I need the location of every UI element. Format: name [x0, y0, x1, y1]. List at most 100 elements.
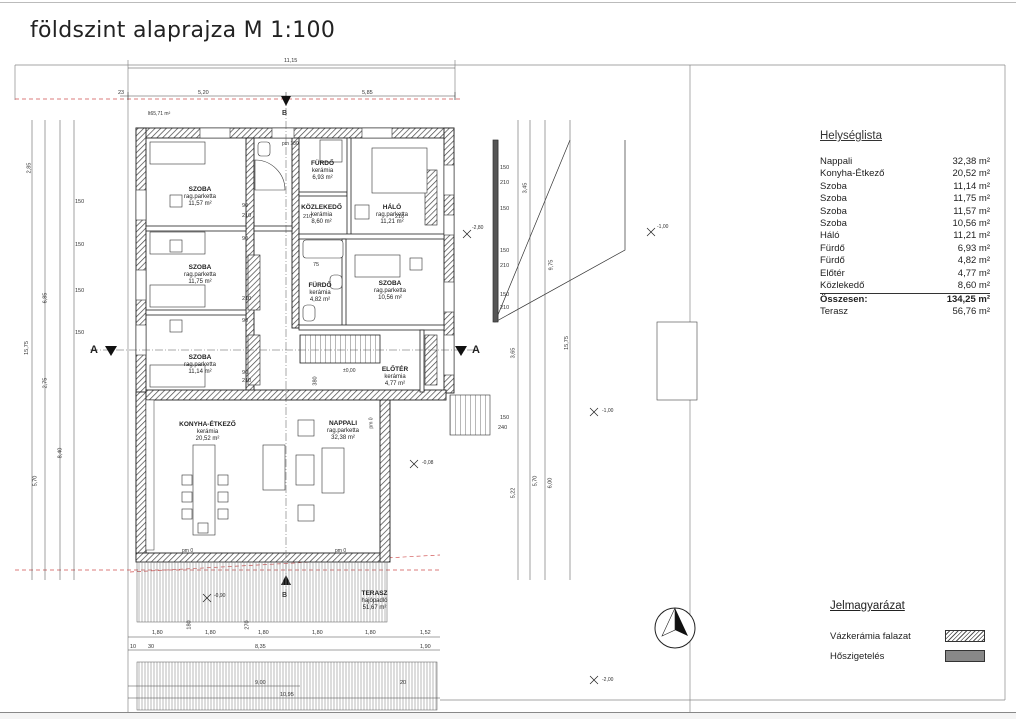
level-pm0-3: pm 0 — [368, 417, 375, 429]
level-pm180: pm 180 — [282, 141, 299, 147]
dim-window-left-1: 150 — [75, 199, 85, 205]
level-minus100-1: -1,00 — [657, 224, 669, 230]
page-border-top — [0, 2, 1016, 3]
grey-swatch-icon — [945, 650, 985, 662]
left-dimension-lines — [31, 120, 75, 580]
entry-steps — [449, 394, 491, 436]
dim-left-total: 15,75 — [23, 341, 30, 355]
dim-20: 20 — [400, 680, 407, 686]
dim-right-total: 15,75 — [563, 336, 570, 350]
dim-270: 270 — [244, 620, 251, 630]
dim-window-left-3: 150 — [75, 288, 85, 294]
dim-bottom-total-1: 8,35 — [255, 644, 266, 650]
level-minus200: -2,00 — [602, 677, 614, 683]
level-markers — [202, 227, 656, 685]
dim-bottom-seg-4: 1,80 — [312, 630, 323, 636]
dim-bottom-seg-5: 1,80 — [365, 630, 376, 636]
dim-right-chain-3: 3,65 — [510, 347, 517, 359]
outbuilding — [656, 321, 698, 401]
dim-top-left: 5,20 — [198, 90, 209, 96]
level-minus008: -0,08 — [422, 460, 434, 466]
dim-door-90-4: 90 — [242, 370, 249, 376]
dim-10: 10 — [130, 644, 137, 650]
dim-door-90-2: 90 — [242, 236, 249, 242]
dim-30: 30 — [148, 644, 155, 650]
dim-door-90-3: 90 — [242, 318, 249, 324]
dim-right-chain-1: 3,45 — [522, 182, 529, 194]
dim-left-chain-3: 2,75 — [42, 377, 49, 389]
page-border-bottom — [0, 712, 1016, 719]
section-label-a-right: A — [472, 344, 480, 356]
bottom-dimension-lines — [128, 636, 440, 699]
dim-right-chain-6: 5,22 — [510, 487, 517, 499]
bathroom-fixtures — [254, 139, 344, 322]
dim-180: 180 — [186, 620, 193, 630]
desk-chairs — [169, 194, 423, 333]
level-pm0-1: pm 0 — [182, 548, 194, 554]
dim-door-right-3: 210 — [500, 305, 510, 311]
dim-bottom-seg-3: 1,80 — [258, 630, 269, 636]
interior-walls — [145, 137, 445, 393]
dim-door-right-1: 210 — [500, 180, 510, 186]
dim-door-3: 210 — [242, 378, 252, 384]
room-list-heading: Helységlista — [820, 130, 882, 142]
level-pm0-00: ±0,00 — [343, 368, 356, 374]
level-minus090: -0,90 — [214, 593, 226, 599]
terrace-deck — [136, 561, 388, 623]
dim-door-2: 210 — [242, 296, 252, 302]
level-pm0-2: pm 0 — [335, 548, 347, 554]
dim-overall-top: 11,15 — [284, 58, 298, 64]
dim-380: 380 — [312, 376, 319, 386]
dim-bottom-total-3: 9,00 — [255, 680, 266, 686]
right-dimension-lines — [517, 120, 571, 580]
dim-left-chain-1: 2,85 — [26, 162, 33, 174]
axis-lines — [90, 95, 480, 595]
dim-top-small: 23 — [118, 90, 125, 96]
dim-window-right-5: 150 — [500, 415, 510, 421]
level-note: lt65,71 m² — [148, 111, 171, 117]
living-room-furniture — [262, 419, 345, 522]
dim-window-right-1: 150 — [500, 165, 510, 171]
dim-door-right-2: 210 — [500, 263, 510, 269]
dim-window-left-4: 150 — [75, 330, 85, 336]
dim-bottom-seg-6: 1,52 — [420, 630, 431, 636]
level-minus100-2: -1,00 — [602, 408, 614, 414]
dim-window-right-3: 150 — [500, 248, 510, 254]
dim-75: 75 — [313, 262, 320, 268]
dim-door-1: 210 — [242, 213, 252, 219]
dim-bottom-total-2: 1,90 — [420, 644, 431, 650]
section-label-b-top: B — [282, 110, 288, 117]
dim-door-90-1: 90 — [242, 203, 249, 209]
room-list-total: Összesen:134,25 m² — [820, 293, 990, 306]
legend-item-masonry: Vázkerámia falazat — [830, 626, 985, 646]
dim-bottom-seg-1: 1,80 — [152, 630, 163, 636]
hatch-swatch-icon — [945, 630, 985, 642]
drawing-title: földszint alaprajza M 1:100 — [30, 18, 336, 43]
dim-door-240: 240 — [498, 425, 508, 431]
wardrobes — [247, 169, 438, 386]
north-arrow-icon — [654, 607, 696, 649]
staircase — [299, 334, 381, 364]
legend-panel: Jelmagyarázat Vázkerámia falazat Hőszige… — [830, 600, 985, 666]
dim-top-right: 5,85 — [362, 90, 373, 96]
dim-left-chain-4: 8,40 — [57, 447, 64, 459]
